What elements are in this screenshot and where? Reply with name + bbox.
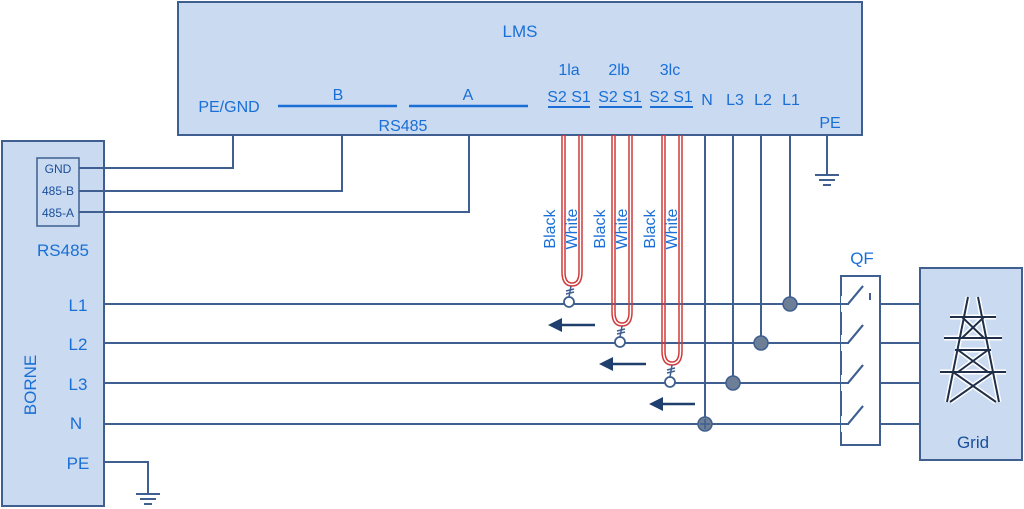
lms-ground-icon: [815, 135, 839, 186]
ct3-label: 3lc: [660, 62, 680, 79]
borne-l3-label: L3: [69, 375, 88, 394]
ct-loops: [561, 135, 683, 366]
ct2-black-label: Black: [592, 208, 609, 248]
ct2-s2-label: S2: [598, 89, 618, 106]
ct2-coil: [614, 336, 626, 348]
lms-b-label: B: [333, 87, 344, 104]
ct1-loop-outer: [561, 135, 583, 287]
lms-l1-label: L1: [782, 92, 800, 109]
ct3-white-label: White: [664, 208, 681, 249]
a-wire: [79, 135, 470, 213]
lms-a-label: A: [463, 87, 474, 104]
borne-l2-label: L2: [69, 335, 88, 354]
lms-box: [177, 1, 863, 136]
current-direction-arrows: [548, 318, 695, 411]
ct3-s1-label: S1: [673, 89, 693, 106]
ct1-s1-label: S1: [571, 89, 591, 106]
borne-rs485-label: RS485: [37, 241, 89, 260]
borne-485b-label: 485-B: [42, 184, 74, 198]
grid-label: Grid: [957, 433, 989, 452]
ct1-black-label: Black: [542, 208, 559, 248]
breaker-label: QF: [850, 249, 874, 268]
ct3-black-label: Black: [642, 208, 659, 248]
b-wire: [79, 135, 343, 192]
ct3-coil: [664, 376, 676, 388]
ct1-label: 1la: [558, 62, 579, 79]
ct1-white-label: White: [564, 208, 581, 249]
borne-n-label: N: [70, 414, 82, 433]
l3-junction: [725, 375, 741, 391]
lms-title: LMS: [503, 22, 538, 41]
phase-lines: [104, 303, 920, 425]
lms-pe-gnd-label: PE/GND: [198, 99, 259, 116]
borne-485a-label: 485-A: [42, 206, 74, 220]
borne-title: BORNE: [21, 355, 40, 415]
borne-l1-label: L1: [69, 296, 88, 315]
ct2-loop-inner: [614, 135, 630, 324]
gnd-wire: [79, 135, 234, 169]
ct-leads: [565, 285, 676, 378]
lms-l2-label: L2: [754, 92, 772, 109]
l2-junction: [753, 335, 769, 351]
rs485-wires: [79, 135, 470, 213]
ct2-label: 2lb: [608, 62, 629, 79]
borne-ground-icon: [104, 461, 160, 505]
l1-junction: [782, 296, 798, 312]
ct1-s2-label: S2: [547, 89, 567, 106]
borne-pe-label: PE: [67, 454, 90, 473]
lms-l3-label: L3: [726, 92, 744, 109]
borne-rs485-terminal: [36, 157, 80, 227]
ct1-loop-inner: [564, 135, 580, 284]
lms-n-label: N: [701, 92, 713, 109]
ct3-s2-label: S2: [649, 89, 669, 106]
lms-pe-label: PE: [819, 115, 840, 132]
voltage-taps: [704, 135, 791, 424]
ct2-white-label: White: [614, 208, 631, 249]
ct3-loop-inner: [664, 135, 680, 363]
junction-dots: [697, 296, 798, 432]
ct2-s1-label: S1: [622, 89, 642, 106]
lms-rs485-label: RS485: [379, 118, 428, 135]
borne-gnd-label: GND: [45, 162, 72, 176]
ct1-coil: [563, 296, 575, 308]
